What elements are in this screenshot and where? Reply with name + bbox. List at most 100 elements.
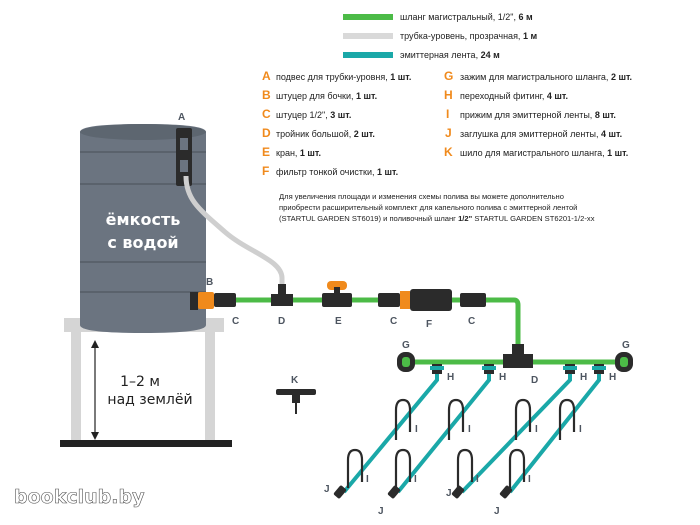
- label-C3: C: [468, 316, 475, 327]
- part-letter: H: [444, 88, 453, 102]
- tank-label-line-1: ёмкость: [106, 210, 181, 229]
- label-I1: I: [415, 424, 418, 435]
- label-C1: C: [232, 316, 239, 327]
- note-line-1: Для увеличения площади и изменения схемы…: [279, 192, 564, 201]
- ground-line: [60, 440, 232, 447]
- label-C2: C: [390, 316, 397, 327]
- expansion-note: Для увеличения площади и изменения схемы…: [279, 192, 595, 223]
- end-cap-J1: [333, 485, 347, 499]
- part-letter: K: [444, 145, 453, 159]
- part-letter: F: [262, 164, 269, 178]
- part-letter: J: [445, 126, 452, 140]
- label-I7: I: [476, 474, 479, 485]
- part-text: кран, 1 шт.: [276, 148, 321, 158]
- label-J1: J: [324, 484, 330, 495]
- part-text: подвес для трубки-уровня, 1 шт.: [276, 72, 411, 82]
- label-E: E: [335, 316, 342, 327]
- filter-F: [410, 289, 452, 311]
- stake-I7: [456, 448, 474, 488]
- part-letter: G: [444, 69, 453, 83]
- stake-I6: [394, 448, 412, 488]
- emitter-tape-1: [342, 368, 439, 494]
- tank-stand: 1–2 м над землёй: [60, 318, 232, 447]
- label-I2: I: [468, 424, 471, 435]
- label-B: B: [206, 277, 213, 288]
- stake-I3: [514, 398, 532, 440]
- label-I4: I: [579, 424, 582, 435]
- legend-swatch-emitter-tape: [343, 52, 393, 58]
- part-text: переходный фитинг, 4 шт.: [460, 91, 568, 101]
- end-cap-J4: [499, 485, 513, 499]
- legend: шланг магистральный, 1/2", 6 м трубка-ур…: [343, 12, 537, 60]
- legend-swatch-main-hose: [343, 14, 393, 20]
- label-F: F: [426, 319, 432, 330]
- watermark: bookclub.by: [14, 486, 145, 508]
- label-H3: H: [580, 372, 587, 383]
- part-text: фильтр тонкой очистки, 1 шт.: [276, 167, 398, 177]
- stake-I5: [346, 448, 364, 488]
- part-text: заглушка для эмиттерной ленты, 4 шт.: [460, 129, 622, 139]
- tee-D2: [503, 354, 533, 368]
- part-text: шило для магистрального шланга, 1 шт.: [460, 148, 628, 158]
- legend-level-tube: трубка-уровень, прозрачная, 1 м: [400, 31, 537, 41]
- tank-fitting-B: [198, 292, 214, 309]
- label-G2: G: [622, 340, 630, 351]
- stake-I4: [558, 398, 576, 440]
- valve-E: [322, 293, 352, 307]
- stake-labels: I I I I I I I I: [366, 424, 582, 485]
- part-letter: A: [262, 69, 271, 83]
- label-H1: H: [447, 372, 454, 383]
- distribution-line: G G D: [397, 340, 633, 386]
- adapters-H: H H H H: [430, 364, 616, 383]
- label-J2: J: [378, 506, 384, 517]
- label-J4: J: [494, 506, 500, 517]
- label-I6: I: [414, 474, 417, 485]
- connector-C3: [460, 293, 486, 307]
- height-line-2: над землёй: [107, 392, 192, 408]
- note-line-2: приобрести расширительный комплект для к…: [279, 203, 577, 212]
- end-caps-J: J J J J: [324, 484, 513, 517]
- parts-list-right: G зажим для магистрального шланга, 2 шт.…: [444, 69, 632, 159]
- part-letter: C: [262, 107, 271, 121]
- part-letter: I: [446, 107, 449, 121]
- label-I5: I: [366, 474, 369, 485]
- tee-D1: [271, 294, 293, 306]
- label-J3: J: [446, 488, 452, 499]
- water-tank: ёмкость с водой: [80, 124, 206, 333]
- tank-label-line-2: с водой: [107, 233, 178, 252]
- label-K: K: [291, 375, 299, 386]
- tape-stakes-I: [346, 398, 576, 488]
- label-A: A: [178, 112, 185, 123]
- end-cap-J2: [387, 485, 401, 499]
- label-G1: G: [402, 340, 410, 351]
- legend-swatch-level-tube: [343, 33, 393, 39]
- label-D1: D: [278, 316, 285, 327]
- legend-emitter-tape: эмиттерная лента, 24 м: [400, 50, 500, 60]
- connector-C2: [378, 293, 400, 307]
- part-letter: B: [262, 88, 271, 102]
- legend-main-hose: шланг магистральный, 1/2", 6 м: [400, 12, 533, 22]
- label-I3: I: [535, 424, 538, 435]
- part-text: штуцер 1/2", 3 шт.: [276, 110, 351, 120]
- height-line-1: 1–2 м: [120, 374, 160, 390]
- stake-I2: [447, 398, 465, 440]
- stake-I8: [508, 448, 526, 488]
- part-letter: D: [262, 126, 271, 140]
- label-H2: H: [499, 372, 506, 383]
- connector-C1: [214, 293, 236, 307]
- part-text: штуцер для бочки, 1 шт.: [276, 91, 377, 101]
- label-I8: I: [528, 474, 531, 485]
- end-cap-J3: [451, 485, 465, 499]
- part-text: прижим для эмиттерной ленты, 8 шт.: [460, 110, 616, 120]
- main-line-fittings: B C D E C F C: [190, 277, 486, 330]
- stake-I1: [394, 398, 412, 440]
- note-line-3: (STARTUL GARDEN ST6019) и поливочный шла…: [279, 214, 595, 223]
- part-text: зажим для магистрального шланга, 2 шт.: [460, 72, 632, 82]
- part-text: тройник большой, 2 шт.: [276, 129, 375, 139]
- level-tube-holder-A: A: [176, 112, 192, 186]
- label-D2: D: [531, 375, 538, 386]
- level-tube: [183, 175, 285, 294]
- awl-K: K: [276, 375, 316, 414]
- parts-list-left: A подвес для трубки-уровня, 1 шт. B штуц…: [262, 69, 411, 178]
